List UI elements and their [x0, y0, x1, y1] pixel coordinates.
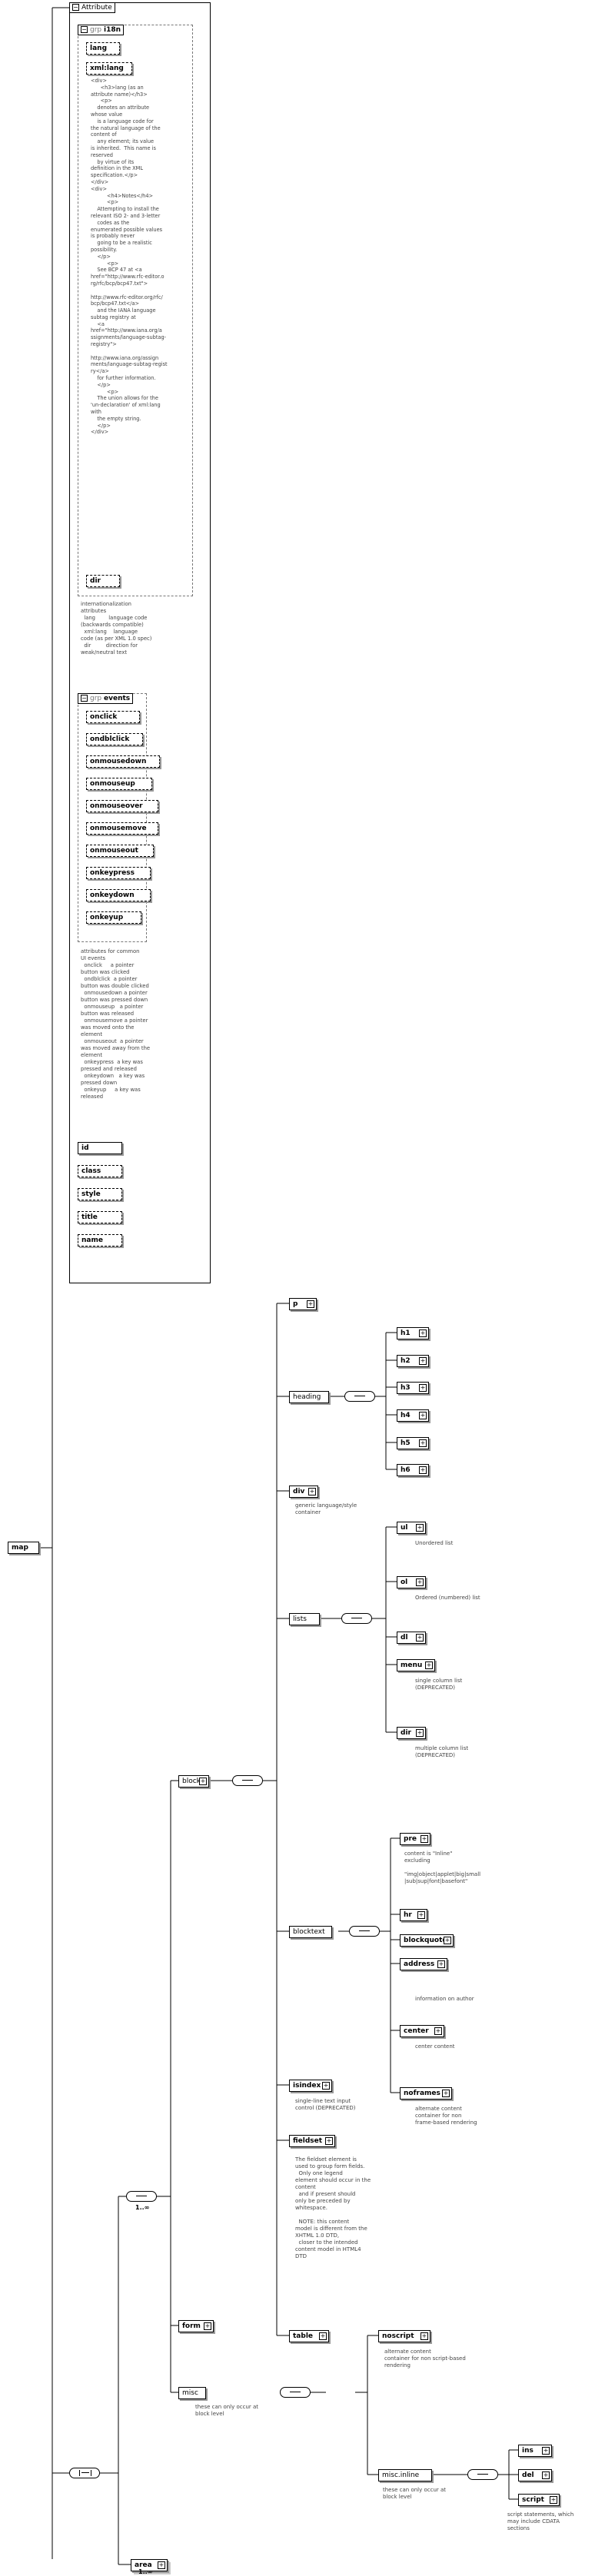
element-p[interactable]: p — [289, 1298, 317, 1310]
misc-inline-doc: these can only occur at block level — [383, 2487, 447, 2500]
collapse-icon[interactable]: − — [72, 4, 79, 11]
i18n-group-header[interactable]: −grp i18n — [78, 25, 125, 35]
attr-class[interactable]: class — [78, 1165, 122, 1177]
element-h5[interactable]: h5 — [397, 1437, 429, 1449]
div-doc: generic language/style container — [295, 1502, 357, 1515]
noframes-doc: alternate content container for non fram… — [415, 2106, 477, 2126]
element-del[interactable]: del — [518, 2469, 552, 2481]
lists-choice-compositor[interactable] — [341, 1613, 372, 1624]
center-doc: center content — [415, 2043, 455, 2050]
element-hr[interactable]: hr — [400, 1909, 427, 1921]
element-menu[interactable]: menu — [397, 1659, 435, 1671]
misc-inline-choice-compositor[interactable] — [467, 2469, 498, 2480]
attr-onclick[interactable]: onclick — [86, 711, 140, 723]
element-area[interactable]: area — [131, 2559, 168, 2571]
element-center[interactable]: center — [400, 2025, 444, 2037]
area-cardinality: 1..∞ — [138, 2568, 153, 2575]
element-script[interactable]: script — [518, 2494, 560, 2506]
misc-doc: these can only occur at block level — [195, 2404, 259, 2417]
element-h6[interactable]: h6 — [397, 1464, 429, 1476]
blocktext-group[interactable]: blocktext — [289, 1926, 332, 1938]
attr-title[interactable]: title — [78, 1211, 122, 1223]
element-form[interactable]: form — [178, 2320, 214, 2332]
element-address[interactable]: address — [400, 1958, 447, 1970]
element-ul[interactable]: ul — [397, 1522, 426, 1534]
heading-choice-compositor[interactable] — [344, 1391, 375, 1402]
heading-group[interactable]: heading — [289, 1391, 329, 1403]
element-dl[interactable]: dl — [397, 1632, 426, 1644]
element-ol[interactable]: ol — [397, 1576, 426, 1588]
fieldset-doc: The fieldset element is used to group fo… — [295, 2156, 371, 2259]
attr-style[interactable]: style — [78, 1188, 122, 1200]
i18n-group: −grp i18n lang xml:lang <div> <h3>lang (… — [78, 25, 193, 596]
element-h4[interactable]: h4 — [397, 1409, 429, 1422]
attr-onmousedown[interactable]: onmousedown — [86, 755, 160, 768]
dir-doc: multiple column list (DEPRECATED) — [415, 1745, 469, 1758]
element-noframes[interactable]: noframes — [400, 2087, 452, 2100]
isindex-doc: single-line text input control (DEPRECAT… — [295, 2098, 356, 2111]
events-group: −grp events onclick ondblclick onmousedo… — [78, 693, 160, 942]
attr-onkeydown[interactable]: onkeydown — [86, 889, 151, 901]
events-summary: attributes for common UI events onclick … — [81, 948, 151, 1100]
element-blockquote[interactable]: blockquote — [400, 1934, 454, 1947]
choice-cardinality: 1..∞ — [135, 2204, 150, 2211]
attr-onmouseout[interactable]: onmouseout — [86, 845, 154, 857]
blocktext-choice-compositor[interactable] — [349, 1926, 380, 1937]
attr-id[interactable]: id — [78, 1142, 122, 1154]
attr-dir[interactable]: dir — [86, 575, 120, 587]
element-noscript[interactable]: noscript — [378, 2330, 430, 2342]
i18n-documentation: <div> <h3>lang (as an attribute name)</h… — [91, 78, 168, 436]
misc-group[interactable]: misc — [178, 2387, 206, 2399]
collapse-icon[interactable]: − — [81, 26, 88, 33]
attribute-header[interactable]: −Attribute — [69, 2, 115, 13]
attribute-container: −Attribute −grp i18n lang xml:lang <div>… — [69, 2, 211, 1283]
block-group[interactable]: block — [178, 1775, 209, 1788]
sequence-compositor[interactable] — [69, 2468, 100, 2478]
element-isindex[interactable]: isindex — [289, 2080, 332, 2092]
element-ins[interactable]: ins — [518, 2445, 552, 2457]
element-fieldset[interactable]: fieldset — [289, 2135, 335, 2147]
element-pre[interactable]: pre — [400, 1833, 430, 1845]
element-h1[interactable]: h1 — [397, 1327, 429, 1339]
script-doc: script statements, which may include CDA… — [507, 2511, 574, 2531]
menu-doc: single column list (DEPRECATED) — [415, 1678, 463, 1691]
element-div[interactable]: div — [289, 1486, 318, 1498]
element-dir[interactable]: dir — [397, 1727, 426, 1739]
element-h3[interactable]: h3 — [397, 1382, 429, 1394]
collapse-icon[interactable]: − — [81, 695, 88, 702]
address-doc: information on author — [415, 1996, 474, 2002]
attr-name[interactable]: name — [78, 1234, 122, 1247]
map-element[interactable]: map — [8, 1542, 39, 1554]
element-h2[interactable]: h2 — [397, 1355, 429, 1367]
element-table[interactable]: table — [289, 2330, 329, 2342]
ul-doc: Unordered list — [415, 1540, 454, 1546]
events-group-header[interactable]: −grp events — [78, 693, 134, 704]
pre-doc: content is "Inline" excluding "img|objec… — [404, 1851, 481, 1884]
attr-onmouseover[interactable]: onmouseover — [86, 800, 158, 812]
block-choice-compositor[interactable] — [232, 1775, 263, 1786]
ol-doc: Ordered (numbered) list — [415, 1595, 480, 1601]
noscript-doc: alternate content container for non scri… — [384, 2349, 466, 2369]
choice-compositor[interactable] — [126, 2191, 157, 2202]
i18n-summary: internationalization attributes lang lan… — [81, 601, 152, 656]
attr-onmousemove[interactable]: onmousemove — [86, 822, 158, 835]
lists-group[interactable]: lists — [289, 1613, 320, 1625]
attr-onkeyup[interactable]: onkeyup — [86, 911, 141, 924]
attr-onkeypress[interactable]: onkeypress — [86, 867, 151, 879]
misc-inline-group[interactable]: misc.inline — [378, 2469, 432, 2481]
attr-lang[interactable]: lang — [86, 42, 120, 55]
attr-onmouseup[interactable]: onmouseup — [86, 778, 152, 790]
misc-choice-compositor[interactable] — [280, 2387, 311, 2398]
attr-ondblclick[interactable]: ondblclick — [86, 733, 143, 745]
attr-xml-lang[interactable]: xml:lang — [86, 62, 132, 75]
